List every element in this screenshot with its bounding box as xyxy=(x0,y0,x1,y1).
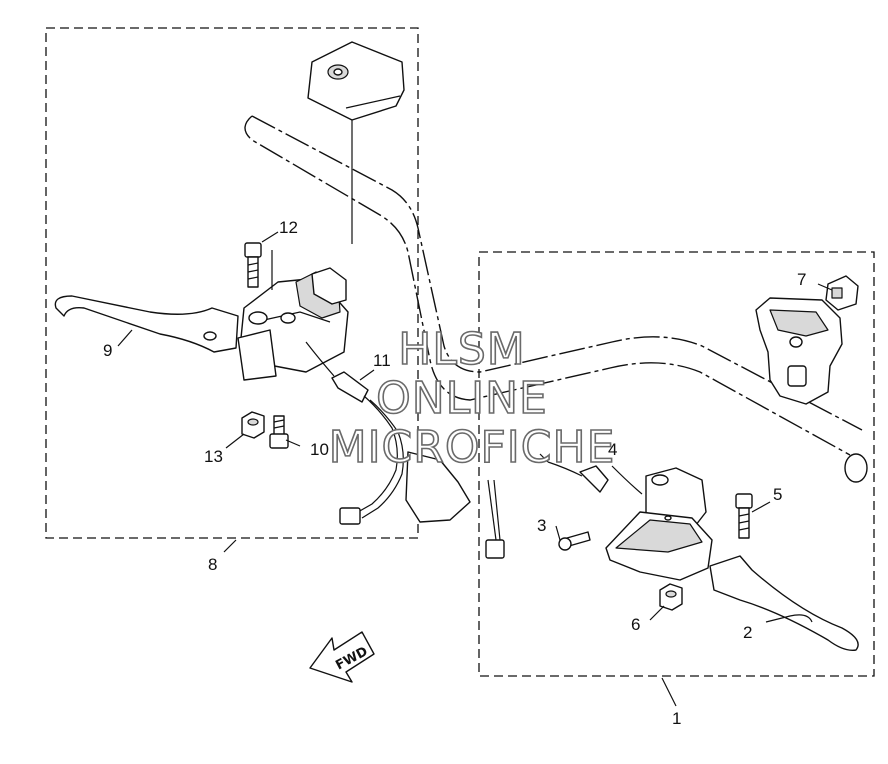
leader-lines xyxy=(117,231,833,707)
right-assembly-box xyxy=(478,251,875,677)
center-wires xyxy=(405,451,505,559)
right-lever-perch xyxy=(547,461,713,581)
callout-1: 1 xyxy=(672,709,681,728)
callout-5: 5 xyxy=(773,485,782,504)
watermark-line-3: MICROFICHE xyxy=(329,422,616,473)
watermark-line-1: HLSM xyxy=(398,324,526,375)
callout-8: 8 xyxy=(208,555,217,574)
left-lever-perch xyxy=(237,250,349,381)
watermark: HLSM ONLINE MICROFICHE xyxy=(328,323,616,474)
fwd-arrow: FWD xyxy=(309,631,375,683)
bolt-10 xyxy=(269,415,289,449)
callout-12: 12 xyxy=(279,218,298,237)
callout-7: 7 xyxy=(797,270,806,289)
right-lever xyxy=(709,555,859,651)
bolt-3 xyxy=(558,531,591,551)
callout-11: 11 xyxy=(373,351,391,370)
callout-10: 10 xyxy=(310,440,329,459)
cap-7 xyxy=(825,275,859,311)
bolt-12 xyxy=(244,242,262,288)
handlebar xyxy=(244,115,868,483)
nut-6 xyxy=(659,583,683,611)
callout-9: 9 xyxy=(103,341,112,360)
callout-13: 13 xyxy=(204,447,223,466)
left-assembly-box xyxy=(45,27,419,539)
watermark-line-2: ONLINE xyxy=(376,373,548,424)
left-lever xyxy=(54,295,239,353)
bolt-5 xyxy=(735,493,753,539)
callout-4: 4 xyxy=(608,440,617,459)
callout-2: 2 xyxy=(743,623,752,642)
callout-6: 6 xyxy=(631,615,640,634)
left-clamp-cap xyxy=(307,41,405,244)
nut-13 xyxy=(241,411,265,439)
right-switch-housing xyxy=(755,297,843,405)
callout-3: 3 xyxy=(537,516,546,535)
callouts: 1 2 3 4 5 6 7 8 9 10 11 12 13 xyxy=(103,218,806,728)
left-switch-11 xyxy=(305,341,404,525)
